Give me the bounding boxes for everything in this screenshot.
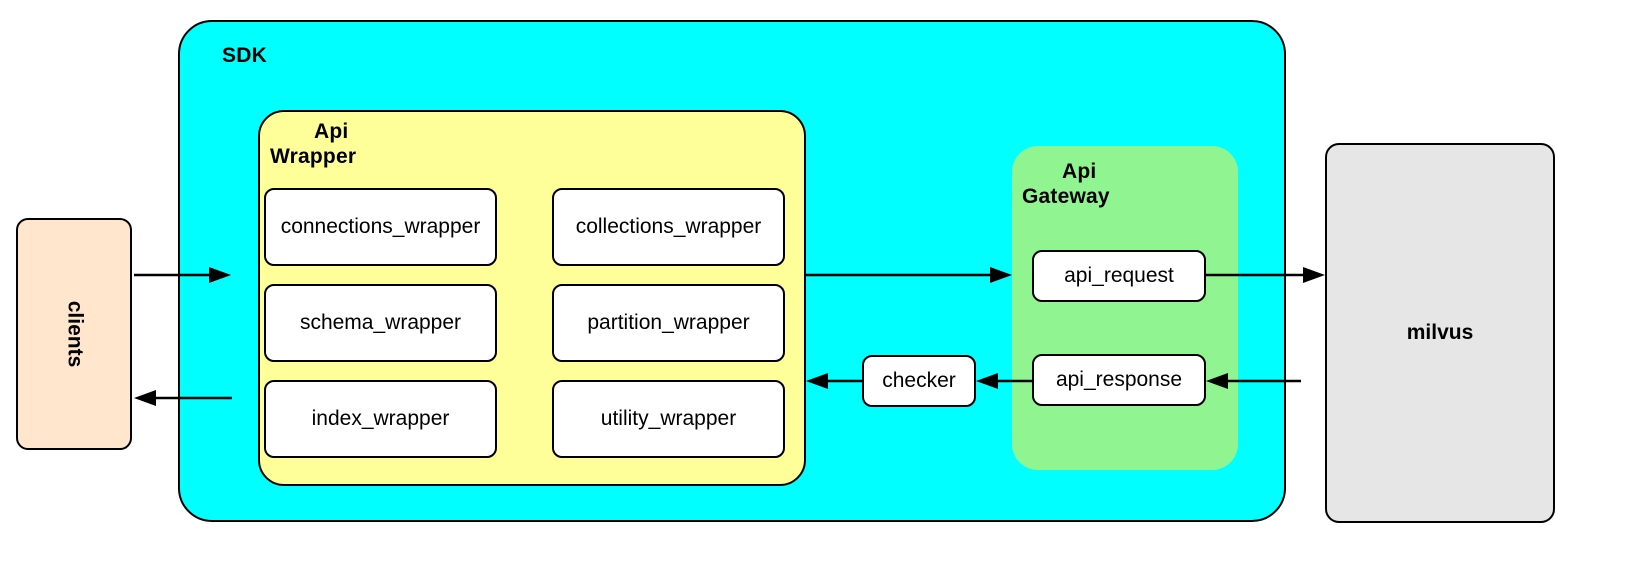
node-label: utility_wrapper xyxy=(600,407,737,430)
node-api-response[interactable]: api_response xyxy=(1032,354,1206,406)
node-clients[interactable]: clients xyxy=(16,218,132,450)
sdk-label: SDK xyxy=(222,44,267,67)
node-label: api_response xyxy=(1055,368,1183,391)
api-gateway-label: Api Gateway xyxy=(1022,160,1110,208)
node-milvus[interactable]: milvus xyxy=(1325,143,1555,523)
node-label: checker xyxy=(882,369,956,392)
node-label: api_request xyxy=(1064,264,1174,287)
node-utility-wrapper[interactable]: utility_wrapper xyxy=(552,380,785,458)
node-label: index_wrapper xyxy=(311,407,450,430)
node-index-wrapper[interactable]: index_wrapper xyxy=(264,380,497,458)
node-label: partition_wrapper xyxy=(587,311,750,334)
node-partition-wrapper[interactable]: partition_wrapper xyxy=(552,284,785,362)
node-label: schema_wrapper xyxy=(299,311,462,334)
node-label: collections_wrapper xyxy=(575,215,762,238)
node-label: clients xyxy=(63,300,86,368)
node-label: milvus xyxy=(1406,321,1474,344)
node-label: connections_wrapper xyxy=(280,215,481,238)
node-checker[interactable]: checker xyxy=(862,355,976,407)
node-collections-wrapper[interactable]: collections_wrapper xyxy=(552,188,785,266)
api-gateway-container[interactable]: Api Gateway xyxy=(1012,146,1238,470)
node-schema-wrapper[interactable]: schema_wrapper xyxy=(264,284,497,362)
api-wrapper-label: Api Wrapper xyxy=(270,120,357,168)
node-connections-wrapper[interactable]: connections_wrapper xyxy=(264,188,497,266)
node-api-request[interactable]: api_request xyxy=(1032,250,1206,302)
